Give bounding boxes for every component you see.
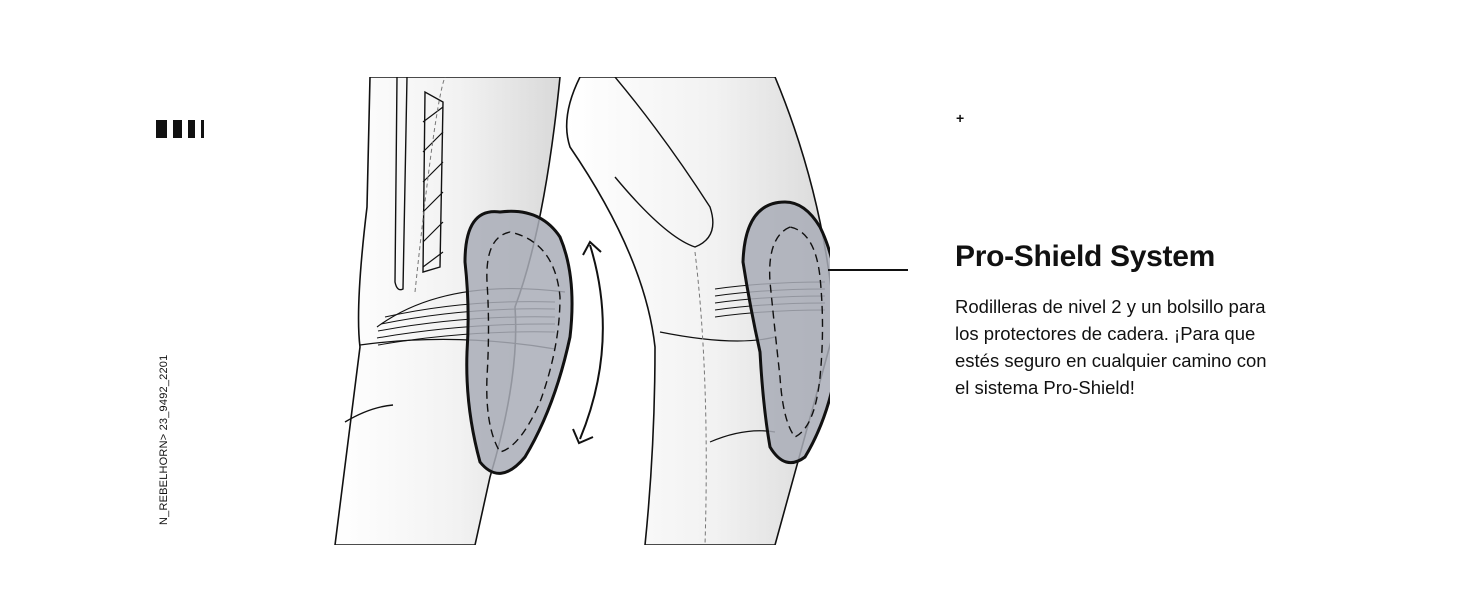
knee-illustration (315, 77, 830, 545)
callout-line (828, 269, 908, 271)
feature-description: Rodilleras de nivel 2 y un bolsillo para… (955, 296, 1267, 398)
left-knee-pad (463, 209, 574, 475)
plus-icon: + (956, 110, 965, 126)
right-knee-pad (741, 200, 830, 465)
flex-arrow-icon (572, 240, 604, 445)
product-code: N_REBELHORN> 23_9492_2201 (158, 354, 170, 525)
feature-title: Pro-Shield System (955, 240, 1215, 273)
